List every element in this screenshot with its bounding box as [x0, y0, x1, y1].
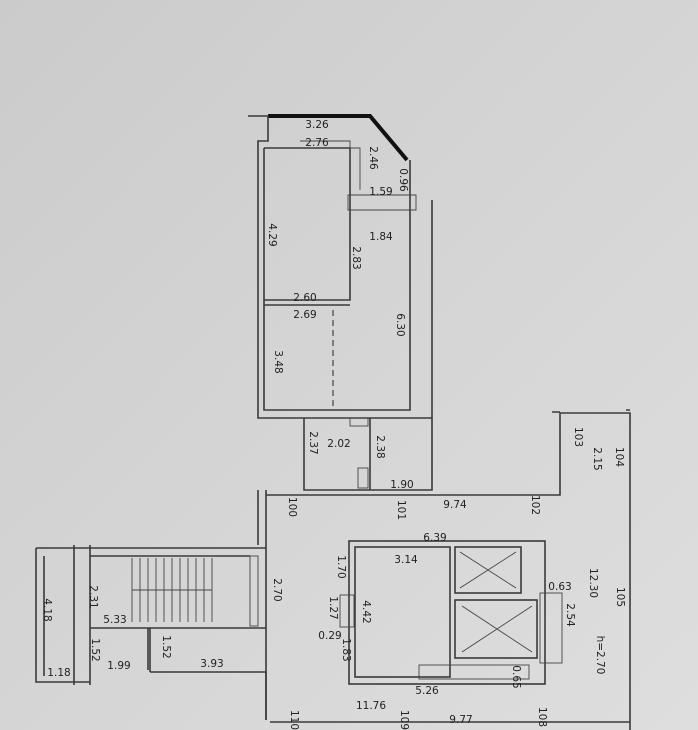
dimension-label: 2.54 — [564, 603, 576, 627]
dimension-labels: 3.26 2.76 2.46 0.96 1.59 1.84 4.29 2.83 2.60 2.69… — [41, 119, 626, 730]
dimension-label: 109 — [398, 710, 410, 730]
dimension-label: 104 — [613, 447, 625, 467]
dimension-label: 2.31 — [87, 585, 99, 608]
dimension-label: 3.26 — [305, 119, 329, 131]
dimension-label: 110 — [288, 710, 300, 730]
dimension-label: 0.29 — [318, 630, 341, 642]
dimension-label: 9.74 — [443, 499, 467, 511]
dimension-label: 6.30 — [394, 313, 406, 336]
dimension-label: 3.93 — [200, 658, 223, 670]
dimension-label: 1.59 — [369, 186, 392, 198]
dimension-label: 2.38 — [374, 435, 386, 458]
dimension-label: 102 — [529, 495, 541, 515]
dimension-label: 2.46 — [367, 146, 379, 170]
dimension-label: 11.76 — [356, 700, 386, 712]
dimension-label: 4.29 — [266, 223, 278, 246]
dimension-label: 5.33 — [103, 614, 126, 626]
dimension-label: 4.42 — [360, 600, 372, 623]
dimension-label: 2.02 — [327, 438, 350, 450]
dimension-label: 1.18 — [47, 667, 70, 679]
dimension-label: 103 — [572, 427, 584, 447]
dimension-label: 12.30 — [587, 568, 599, 598]
dimension-label: 100 — [286, 497, 298, 517]
dimension-label: 5.26 — [415, 685, 439, 697]
dimension-label: 1.99 — [107, 660, 130, 672]
dimension-label: 6.39 — [423, 532, 446, 544]
dimension-label: 1.52 — [89, 638, 101, 661]
dimension-label: 3.48 — [272, 350, 284, 373]
dimension-label: 1.27 — [327, 596, 339, 619]
dimension-label: 1.70 — [335, 555, 347, 578]
dimension-label: 108 — [536, 707, 548, 727]
dimension-label: 1.83 — [340, 638, 352, 661]
dimension-label: 2.15 — [591, 447, 603, 470]
dimension-label: 0.65 — [510, 665, 522, 688]
dimension-label: 101 — [395, 500, 407, 520]
dimension-label: 105 — [614, 587, 626, 607]
dimension-label: 2.69 — [293, 309, 316, 321]
walls — [35, 114, 631, 730]
dimension-label: 1.84 — [369, 231, 393, 243]
dimension-label: 2.70 — [271, 578, 283, 601]
dimension-label: 1.90 — [390, 479, 413, 491]
dimension-label: 2.76 — [305, 137, 329, 149]
dimension-label: 2.37 — [307, 431, 319, 454]
dimension-label: 4.18 — [41, 598, 53, 621]
dimension-label: 3.14 — [394, 554, 418, 566]
dimension-label: h=2.70 — [594, 636, 606, 675]
dimension-label: 2.83 — [350, 246, 362, 269]
dimension-label: 2.60 — [293, 292, 316, 304]
dimension-label: 1.52 — [160, 635, 172, 658]
dimension-label: 0.63 — [548, 581, 571, 593]
dimension-label: 0.96 — [397, 168, 409, 192]
dimension-label: 9.77 — [449, 714, 472, 726]
